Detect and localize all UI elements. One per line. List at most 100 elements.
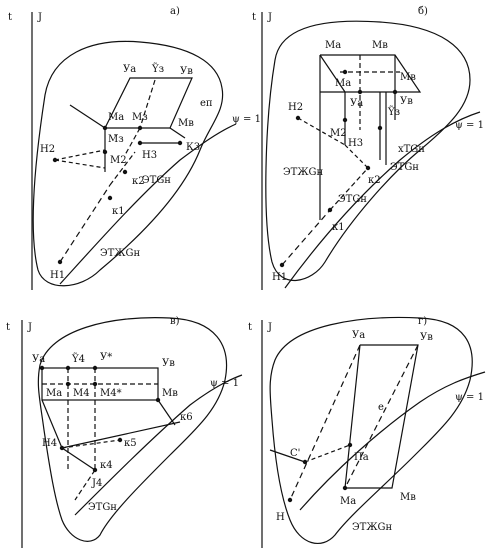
panel-a-point	[137, 140, 143, 146]
panel-a-point	[52, 157, 58, 163]
panel-b	[261, 12, 481, 290]
panel-v-label: Уа	[32, 354, 45, 365]
panel-v-label: Мв	[162, 388, 178, 399]
panel-v-left	[41, 399, 63, 449]
panel-a	[31, 12, 237, 290]
panel-v-label: Ỹ4	[71, 353, 85, 365]
panel-a-label: Ма	[108, 112, 124, 123]
panel-g-left	[269, 449, 306, 463]
panel-v-letter: в)	[170, 316, 180, 327]
panel-a-label: Уа	[123, 64, 136, 75]
panel-a-points	[52, 125, 183, 265]
panel-v-label: М4*	[100, 388, 122, 399]
panel-b-label: Н2	[288, 102, 303, 113]
panel-b-label: ЭТGн	[390, 162, 419, 173]
panel-a-point	[177, 140, 183, 146]
panel-v-axis-j: J	[27, 322, 32, 333]
panel-a-dash-1	[139, 79, 156, 129]
panel-b-point	[392, 89, 398, 95]
panel-a-axis-j: J	[37, 12, 42, 23]
panel-b-envelope	[265, 20, 471, 281]
panel-a-dash-5	[54, 149, 106, 161]
panel-a-label: Ув	[180, 66, 193, 77]
panel-a-box-right	[169, 127, 186, 139]
panel-b-dash-4	[344, 144, 369, 169]
panel-v-point	[92, 365, 98, 371]
panel-b-dash-6	[329, 167, 369, 211]
panel-v	[21, 317, 243, 548]
panel-g-label: е	[378, 402, 384, 413]
panel-v-label: к4	[100, 460, 113, 471]
panel-b-label: Ма	[335, 78, 351, 89]
panel-v-dash-4	[74, 469, 96, 501]
panel-a-point	[102, 125, 108, 131]
panel-g-curve-label: ψ = 1	[455, 392, 484, 403]
panel-b-points	[279, 69, 398, 268]
panel-g-label: С'	[290, 448, 300, 459]
panel-a-point	[107, 195, 113, 201]
panel-v-label: М4	[73, 388, 90, 399]
panel-v-labels: t J в) ψ = 1 Уа Ỹ4 У* Ув Ма М4 М4* Мв Н4…	[6, 316, 239, 513]
panel-a-label: ЭТGн	[142, 175, 171, 186]
panel-g-points	[287, 442, 353, 503]
panel-b-label: Ма	[325, 40, 341, 51]
panel-v-label: к5	[124, 438, 137, 449]
panel-g-psi-curve	[299, 371, 486, 511]
panel-b-label: Мв	[400, 72, 416, 83]
panel-a-box	[104, 77, 193, 129]
panel-g-labels: t J г) ψ = 1 Уа Ув е С' Па Ма Мв Н ЭТЖGн	[248, 316, 484, 533]
panel-b-labels: t J б) ψ = 1 Ма Мв Ма Мв Уа Ув Ỹз Н2 М2 …	[252, 6, 484, 283]
panel-v-point	[39, 365, 45, 371]
panel-b-label: к1	[332, 222, 345, 233]
panel-v-label: Н4	[42, 438, 57, 449]
panel-b-point	[357, 89, 363, 95]
panel-a-label: Н3	[142, 150, 157, 161]
panel-b-label: Ув	[400, 96, 413, 107]
panel-v-envelope	[37, 317, 228, 542]
panel-a-label: ЭТЖGн	[100, 248, 141, 259]
panel-b-point	[342, 117, 348, 123]
panel-a-dash-3	[59, 184, 111, 263]
panel-b-label: ЭТGн	[338, 194, 367, 205]
panel-a-letter: а)	[170, 6, 180, 17]
panel-a-point	[57, 259, 63, 265]
panel-g-dash-3	[304, 444, 351, 463]
panel-a-label: к2	[132, 176, 145, 187]
panel-b-point	[279, 262, 285, 268]
panel-g-label: Па	[354, 452, 369, 463]
panel-g-label: Ув	[420, 332, 433, 343]
panel-v-point	[65, 365, 71, 371]
panel-a-label: М2	[110, 155, 127, 166]
panel-v-right	[157, 399, 176, 426]
panel-v-point	[155, 397, 161, 403]
panel-v-label: J4	[91, 478, 102, 489]
panel-b-letter: б)	[418, 6, 428, 17]
panel-b-dash-5	[281, 209, 331, 266]
panel-b-label: Ỹз	[387, 106, 400, 118]
panel-g-label: Н	[276, 512, 285, 523]
panel-a-point	[137, 125, 143, 131]
panel-b-dash-3	[297, 117, 346, 146]
panel-v-point	[92, 467, 98, 473]
panel-a-point	[122, 169, 128, 175]
panel-b-label: ЭТЖGн	[283, 167, 324, 178]
panel-a-dash-6	[54, 159, 106, 169]
panel-v-point	[92, 381, 98, 387]
panel-g-box	[344, 344, 419, 489]
panel-g-point	[302, 459, 308, 465]
panel-g-label: ЭТЖGн	[352, 522, 393, 533]
panel-b-label: хТGн	[398, 144, 425, 155]
panel-g-label: Мв	[400, 492, 416, 503]
panel-v-curve-label: ψ = 1	[210, 378, 239, 389]
panel-g-label: Ма	[340, 496, 356, 507]
panel-a-dash-4	[109, 151, 136, 186]
panel-g-axis-t: t	[248, 322, 252, 333]
panel-v-point	[59, 445, 65, 451]
panel-v-axis-t: t	[6, 322, 10, 333]
panel-b-box-top	[319, 54, 422, 93]
panel-a-left-line	[69, 104, 106, 129]
panel-v-h4-line	[61, 447, 96, 471]
panel-b-label: Уа	[350, 98, 363, 109]
panel-a-dash-2	[124, 127, 141, 156]
